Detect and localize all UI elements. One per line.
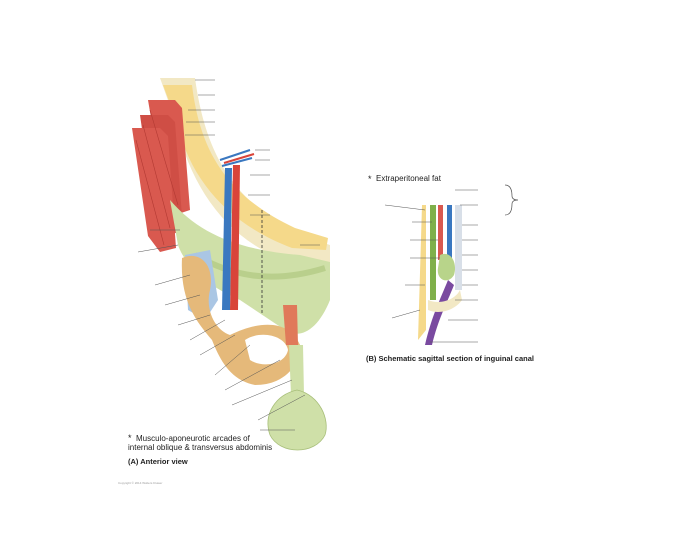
musculo-aponeurotic-note-line2: internal oblique & transversus abdominis: [128, 443, 273, 452]
transversus-abdominis-muscle: [132, 128, 176, 252]
panel-a-caption: (A) Anterior view: [128, 457, 188, 466]
panel-b-sagittal-section: *: [368, 174, 519, 345]
copyright-notice: Copyright © 2014 Wolters Kluwer: [118, 481, 163, 485]
superficial-fascia-layer: [160, 78, 330, 262]
panel-a-anterior-view: *: [128, 78, 330, 451]
aponeurosis-sheet: [170, 200, 330, 334]
layer-peritoneum: [455, 205, 462, 290]
external-iliac-artery: [230, 165, 240, 310]
extraperitoneal-fat-note: Extraperitoneal fat: [376, 174, 441, 183]
deep-vessels-upper-red: [223, 153, 255, 164]
layer-bone-lower: [428, 290, 462, 312]
panel-a-leader-lines: [137, 79, 320, 431]
panel-b-caption: (B) Schematic sagittal section of inguin…: [366, 354, 534, 363]
layer-green: [430, 205, 436, 300]
spermatic-cord: [289, 345, 304, 395]
obturator-foramen: [245, 334, 288, 365]
fascia-yellow-layer: [163, 85, 328, 250]
spermatic-cord-muscle: [283, 305, 298, 345]
asterisk-marker-a: *: [128, 433, 132, 443]
panel-b-leader-lines: [384, 189, 478, 343]
muscle-striation: [135, 109, 179, 246]
musculo-aponeurotic-note-line1: Musculo-aponeurotic arcades of: [136, 434, 250, 443]
layer-purple: [425, 280, 454, 345]
deep-vessels-upper: [219, 149, 253, 167]
layer-blue: [447, 205, 452, 265]
external-iliac-vein: [222, 168, 232, 310]
layer-red: [438, 205, 443, 260]
scrotum: [267, 389, 327, 451]
brace-bracket: [504, 184, 519, 216]
layer-skin: [418, 205, 426, 340]
asterisk-marker-b: *: [368, 174, 372, 184]
layer-cord: [437, 253, 456, 281]
